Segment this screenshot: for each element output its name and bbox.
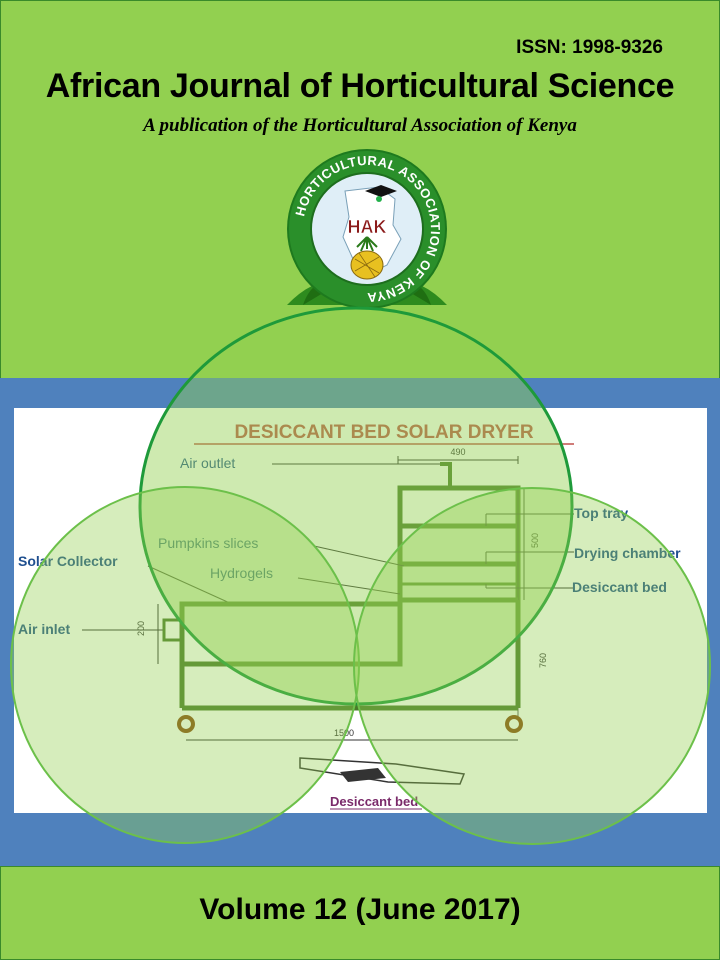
pineapple-icon	[350, 236, 384, 280]
air-inlet	[162, 618, 184, 642]
label-pumpkin-slices: Pumpkins slices	[158, 535, 258, 551]
label-solar-collector: Solar Collector	[18, 553, 118, 569]
wheel-right	[505, 715, 523, 733]
dim-height-total: 760	[538, 653, 548, 668]
cover-header: ISSN: 1998-9326 African Journal of Horti…	[0, 0, 720, 379]
label-desiccant-bed: Desiccant bed	[572, 579, 667, 595]
hak-logo: HORTICULTURAL ASSOCIATION OF KENYA HAK	[287, 149, 447, 309]
cover-image-band: DESICCANT BED SOLAR DRYER 490 Air outlet…	[0, 378, 720, 868]
graduation-cap-icon	[365, 185, 397, 197]
journal-subtitle: A publication of the Horticultural Assoc…	[143, 115, 577, 136]
caption-desiccant-bed: Desiccant bed	[330, 794, 418, 809]
kenya-map-icon	[342, 186, 402, 274]
logo-abbrev: HAK	[348, 217, 387, 237]
dryer-figure: DESICCANT BED SOLAR DRYER 490 Air outlet…	[14, 408, 707, 813]
issn: ISSN: 1998-9326	[516, 37, 663, 58]
figure-title: DESICCANT BED SOLAR DRYER	[234, 422, 533, 443]
wheel-left	[177, 715, 195, 733]
dim-height-chamber: 500	[530, 533, 540, 548]
dim-length: 1500	[334, 728, 354, 738]
label-drying-chamber: Drying chamber	[574, 545, 681, 561]
volume-issue: Volume 12 (June 2017)	[199, 893, 521, 926]
desiccant-bed-tray	[299, 757, 466, 785]
label-top-tray: Top tray	[574, 505, 628, 521]
label-air-inlet: Air inlet	[18, 621, 70, 637]
journal-title: African Journal of Horticultural Science	[45, 67, 675, 105]
dim-height-collector: 200	[136, 621, 146, 636]
label-hydrogels: Hydrogels	[210, 565, 273, 581]
dim-width-top: 490	[450, 447, 465, 457]
cover-footer: Volume 12 (June 2017)	[0, 866, 720, 960]
solar-collector	[179, 601, 403, 667]
label-air-outlet: Air outlet	[180, 455, 235, 471]
chimney	[440, 462, 452, 486]
